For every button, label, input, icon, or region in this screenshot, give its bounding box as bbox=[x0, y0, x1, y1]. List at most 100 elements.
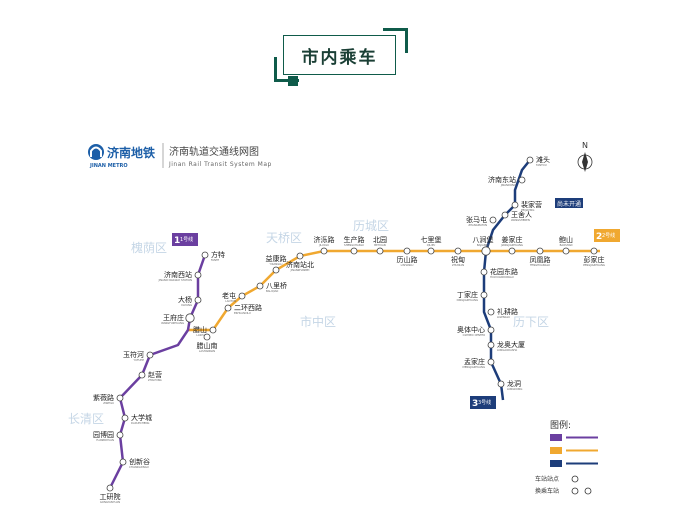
station-marker bbox=[536, 247, 544, 255]
station-label: 工研院 bbox=[100, 492, 121, 501]
station-label: 腊山 bbox=[193, 325, 207, 334]
station-sublabel: LONGDONG bbox=[507, 387, 522, 391]
station-sublabel: JINANZHANBEI bbox=[290, 268, 310, 272]
line-3-badge: 3 3号线 bbox=[470, 396, 496, 409]
station-sublabel: DINGJIAZHUANG bbox=[457, 298, 478, 302]
station-label: 济南西站 bbox=[164, 270, 192, 279]
station-marker bbox=[487, 358, 495, 366]
station-sublabel: YUFUHE bbox=[134, 358, 145, 362]
station-sublabel: SHENGCHANLU bbox=[344, 243, 364, 247]
station-label: 大杨 bbox=[178, 295, 192, 304]
station-sublabel: DAYANG bbox=[181, 303, 192, 307]
compass-north-label: N bbox=[582, 141, 588, 150]
station-label: 祝甸 bbox=[451, 255, 465, 264]
page-header: 市内乘车 bbox=[274, 28, 408, 86]
station-marker bbox=[209, 326, 217, 334]
district-label: 槐荫区 bbox=[131, 240, 167, 255]
station-label: 赵营 bbox=[148, 370, 162, 379]
svg-text:1: 1 bbox=[174, 236, 180, 246]
station-label: 鲍山 bbox=[559, 235, 573, 244]
station-marker bbox=[119, 458, 127, 466]
station-sublabel: PENGJIAZHUANG bbox=[583, 263, 605, 267]
station-marker bbox=[138, 371, 146, 379]
legend-transfer-label: 换乘车站 bbox=[535, 487, 559, 495]
station-sublabel: OLYMPIC CENTER bbox=[463, 333, 486, 337]
station-sublabel: PEIJIAYING bbox=[521, 208, 534, 212]
header-square-decoration bbox=[288, 76, 298, 86]
logo-text-en: JINAN METRO bbox=[89, 163, 128, 169]
map-title-en: Jinan Rail Transit System Map bbox=[168, 161, 272, 168]
page-title: 市内乘车 bbox=[283, 35, 396, 75]
district-label: 长清区 bbox=[68, 412, 104, 426]
station-label: 益康路 bbox=[266, 254, 287, 263]
station-label: 历山路 bbox=[397, 255, 418, 264]
station-label: 北园 bbox=[373, 236, 387, 244]
station-sublabel: JINANXI RAILWAY STATION bbox=[158, 278, 192, 282]
district-label: 历下区 bbox=[513, 315, 549, 329]
station-sublabel: LASHAN bbox=[196, 333, 207, 337]
station-sublabel: BAJIANPU bbox=[477, 243, 489, 247]
station-label: 济泺路 bbox=[314, 235, 335, 244]
station-sublabel: JILUOLU bbox=[318, 243, 329, 247]
station-marker bbox=[508, 247, 516, 255]
station-marker bbox=[350, 247, 358, 255]
station-label: 八里桥 bbox=[266, 281, 287, 290]
station-label: 王舍人 bbox=[511, 210, 532, 219]
station-sublabel: LASHANNAN bbox=[199, 349, 215, 353]
station-sublabel: BEIYUAN bbox=[374, 243, 385, 247]
line-2-badge-label: 2号线 bbox=[602, 232, 615, 239]
transfer-station-marker bbox=[481, 246, 491, 256]
station-sublabel: FENGHUANGLU bbox=[530, 263, 550, 267]
station-label: 济南站北 bbox=[286, 260, 314, 269]
station-label: 园博园 bbox=[93, 430, 114, 439]
station-marker bbox=[427, 247, 435, 255]
svg-text:2: 2 bbox=[596, 232, 602, 242]
station-label: 龙洞 bbox=[507, 379, 521, 388]
station-sublabel: MENGJIAZHUANG bbox=[463, 365, 485, 369]
station-label: 老屯 bbox=[222, 291, 236, 300]
station-marker bbox=[106, 484, 114, 492]
compass: N bbox=[577, 141, 593, 172]
station-marker bbox=[489, 216, 497, 224]
legend-transfer-icon bbox=[584, 487, 592, 495]
station-label: 八涧堡 bbox=[473, 235, 494, 244]
station-marker bbox=[487, 326, 495, 334]
station-label: 丁家庄 bbox=[457, 290, 478, 299]
station-sublabel: HUAYUANDONGLU bbox=[490, 275, 514, 279]
transfer-station-marker bbox=[185, 313, 195, 323]
station-label: 王府庄 bbox=[163, 313, 184, 322]
station-marker bbox=[480, 291, 488, 299]
station-sublabel: LISHANLU bbox=[401, 263, 414, 267]
legend: 图例: 车站站点 换乘车站 bbox=[535, 419, 598, 495]
planned-note-badge: 尚未开通 bbox=[555, 198, 583, 208]
station-label: 创新谷 bbox=[129, 457, 150, 466]
station-sublabel: ZHUDIAN bbox=[452, 263, 464, 267]
legend-transfer-icon bbox=[571, 487, 579, 495]
station-label: 花园东路 bbox=[490, 267, 518, 276]
station-label: 济南东站 bbox=[488, 175, 516, 184]
station-marker bbox=[454, 247, 462, 255]
station-marker bbox=[224, 304, 232, 312]
station-marker bbox=[256, 282, 264, 290]
station-label: 凤凰路 bbox=[530, 255, 551, 264]
line-2-badge: 2 2号线 bbox=[594, 229, 620, 242]
jinan-metro-logo: 济南地铁 JINAN METRO bbox=[88, 144, 155, 169]
legend-title: 图例: bbox=[550, 419, 571, 431]
station-sublabel: ZHAOYING bbox=[148, 378, 162, 382]
district-label: 历城区 bbox=[353, 219, 389, 233]
station-sublabel: QILIPU bbox=[427, 243, 436, 247]
station-marker bbox=[296, 252, 304, 260]
station-label: 孟家庄 bbox=[464, 357, 485, 366]
line-1-badge-label: 1号线 bbox=[180, 236, 193, 243]
station-marker bbox=[376, 247, 384, 255]
svg-text:3: 3 bbox=[472, 399, 478, 409]
line-1-badge: 1 1号线 bbox=[172, 233, 198, 246]
station-marker bbox=[116, 394, 124, 402]
station-marker bbox=[403, 247, 411, 255]
planned-note-label: 尚未开通 bbox=[557, 200, 581, 208]
legend-station-icon bbox=[571, 475, 579, 483]
station-sublabel: ERHUANXILU bbox=[234, 311, 251, 315]
station-label: 裴家营 bbox=[521, 200, 542, 209]
